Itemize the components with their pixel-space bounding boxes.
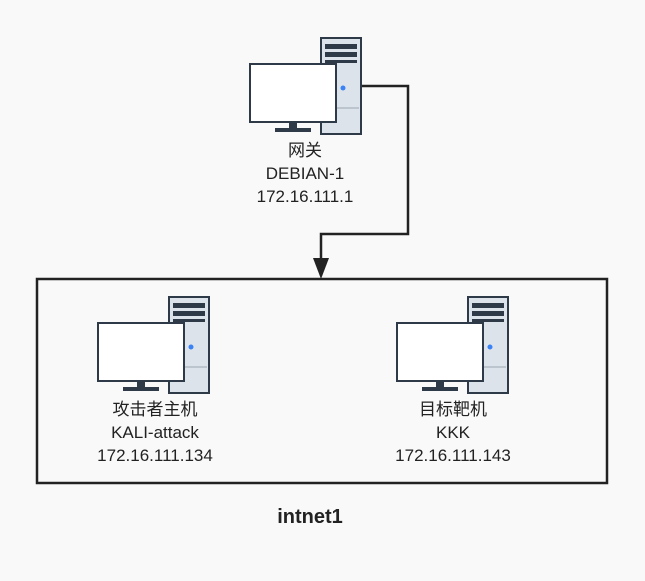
connection-line bbox=[319, 84, 410, 262]
gateway-computer-icon bbox=[249, 37, 362, 135]
target-ip: 172.16.111.143 bbox=[395, 446, 511, 465]
attacker-label: 攻击者主机 KALI-attack 172.16.111.134 bbox=[55, 398, 255, 467]
gateway-role: 网关 bbox=[288, 141, 322, 160]
attacker-computer-icon bbox=[97, 296, 210, 394]
gateway-label: 网关 DEBIAN-1 172.16.111.1 bbox=[205, 139, 405, 208]
arrowhead bbox=[313, 258, 329, 279]
target-hostname: KKK bbox=[435, 423, 471, 442]
gateway-ip: 172.16.111.1 bbox=[256, 187, 354, 206]
target-label: 目标靶机 KKK 172.16.111.143 bbox=[353, 398, 553, 467]
network-name: intnet1 bbox=[277, 506, 343, 528]
attacker-ip: 172.16.111.134 bbox=[97, 446, 213, 465]
gateway-hostname: DEBIAN-1 bbox=[265, 164, 345, 183]
network-boundary bbox=[35, 277, 609, 485]
target-role: 目标靶机 bbox=[419, 400, 487, 419]
attacker-role: 攻击者主机 bbox=[112, 400, 198, 419]
target-computer-icon bbox=[396, 296, 509, 394]
attacker-hostname: KALI-attack bbox=[111, 423, 199, 442]
